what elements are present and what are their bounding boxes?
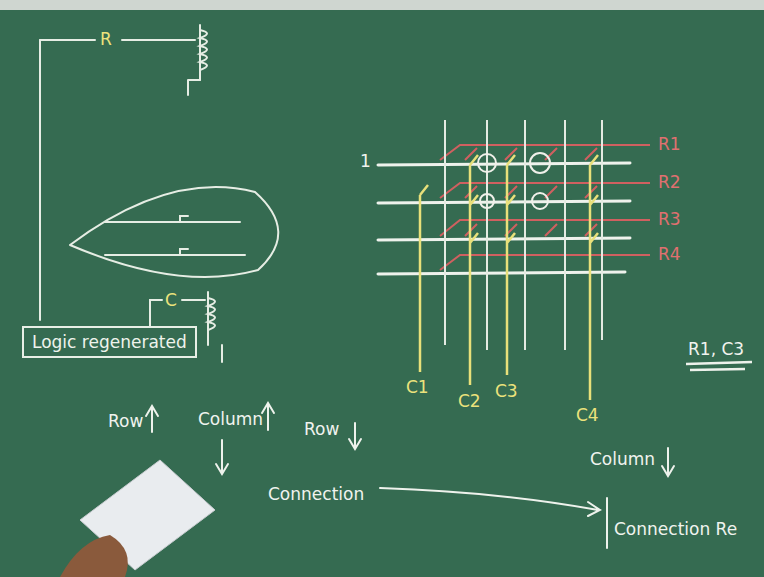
step-word: Column [590, 450, 655, 469]
row-label: R1 [658, 135, 681, 154]
logic-box: Logic regenerated [22, 326, 197, 358]
relay-label: C [165, 291, 177, 310]
row-label: R4 [658, 245, 681, 264]
row-number: 1 [360, 152, 371, 171]
step-word: Row [108, 412, 143, 431]
relay-label: R [100, 30, 112, 49]
row-label: R3 [658, 210, 681, 229]
column-label: C2 [458, 392, 481, 411]
step-word: Connection Re [614, 520, 737, 539]
box-text: Logic regenerated [32, 332, 187, 352]
column-label: C3 [495, 382, 518, 401]
crosspoint-note: R1, C3 [688, 340, 744, 359]
step-word: Connection [268, 485, 364, 504]
step-word: Row [304, 420, 339, 439]
step-word: Column [198, 410, 263, 429]
column-label: C4 [576, 406, 599, 425]
row-label: R2 [658, 173, 681, 192]
column-label: C1 [406, 378, 429, 397]
